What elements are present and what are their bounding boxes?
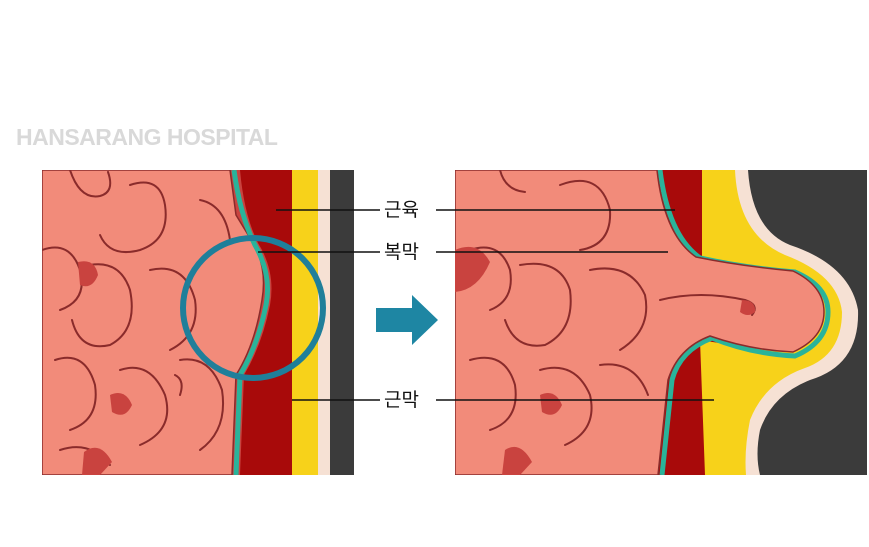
progression-arrow-icon [376,295,438,345]
hernia-panel [455,170,867,475]
label-fascia: 근막 [380,388,423,412]
hospital-watermark: HANSARANG HOSPITAL [16,124,278,150]
label-muscle: 근육 [380,198,423,222]
weak-spot-circle [180,235,326,381]
leader-lines [258,209,714,401]
normal-abdomen-panel [42,170,354,475]
label-peritoneum: 복막 [380,240,423,264]
